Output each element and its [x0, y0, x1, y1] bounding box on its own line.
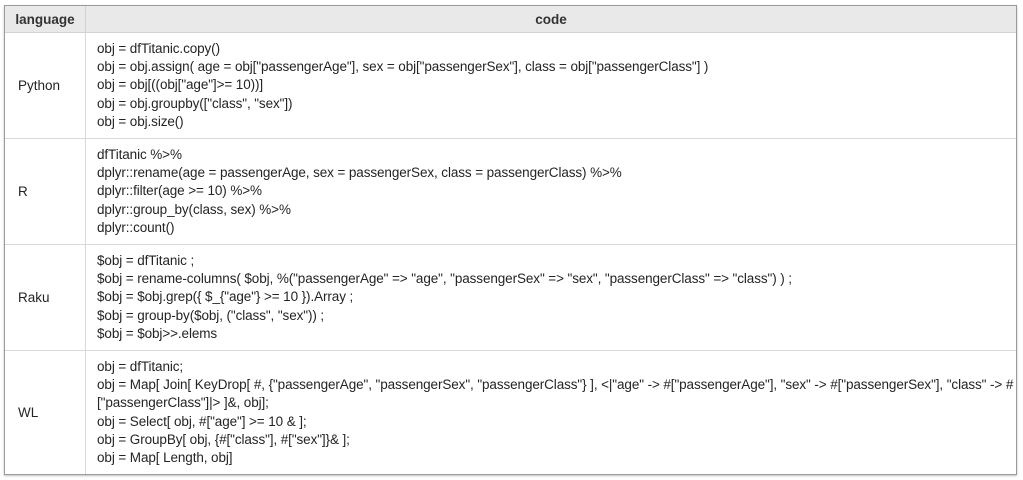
- language-cell: Python: [5, 33, 86, 140]
- code-line: dfTitanic %>%: [97, 147, 182, 163]
- code-line: obj = Select[ obj, #["age"] >= 10 & ];: [97, 413, 307, 429]
- column-header-language: language: [5, 6, 86, 33]
- language-code-table: language code Python obj = dfTitanic.cop…: [5, 6, 1016, 475]
- table-row: WL obj = dfTitanic; obj = Map[ Join[ KeyD…: [5, 351, 1016, 475]
- code-cell: dfTitanic %>%dplyr::rename(age = passeng…: [86, 139, 1016, 246]
- code-line: dplyr::filter(age >= 10) %>%: [97, 183, 262, 199]
- language-cell: R: [5, 139, 86, 246]
- table-row: R dfTitanic %>%dplyr::rename(age = passe…: [5, 139, 1016, 246]
- code-line: $obj = $obj>>.elems: [97, 325, 218, 341]
- code-line: obj = obj.groupby(["class", "sex"]): [97, 95, 293, 111]
- code-cell: obj = dfTitanic.copy() obj = obj.assign( …: [86, 33, 1016, 140]
- code-line: obj = Map[ Length, obj]: [97, 450, 233, 466]
- code-line: obj = obj.assign( age = obj["passengerAg…: [97, 59, 709, 75]
- code-line: obj = Map[ Join[ KeyDrop[ #, {"passenger…: [97, 377, 1014, 393]
- header-row: language code: [5, 6, 1016, 33]
- code-line: dplyr::rename(age = passengerAge, sex = …: [97, 165, 622, 181]
- column-header-code: code: [86, 6, 1016, 33]
- code-line: obj = dfTitanic.copy(): [97, 41, 220, 56]
- code-line: $obj = rename-columns( $obj, %("passenge…: [97, 271, 792, 287]
- code-line: obj = obj.size(): [97, 113, 184, 129]
- table-row: Raku $obj = dfTitanic ; $obj = rename-col…: [5, 245, 1016, 352]
- table-body: Python obj = dfTitanic.copy() obj = obj.a…: [5, 33, 1016, 475]
- code-line: $obj = group-by($obj, ("class", "sex")) …: [97, 307, 325, 323]
- language-cell: WL: [5, 351, 86, 475]
- table-row: Python obj = dfTitanic.copy() obj = obj.a…: [5, 33, 1016, 140]
- code-line: $obj = dfTitanic ;: [97, 253, 195, 269]
- code-line: obj = dfTitanic;: [97, 359, 184, 375]
- code-line: $obj = $obj.grep({ $_{"age"} >= 10 }).Ar…: [97, 289, 354, 305]
- code-comparison-table: language code Python obj = dfTitanic.cop…: [4, 5, 1017, 476]
- language-cell: Raku: [5, 245, 86, 352]
- code-line: obj = obj[((obj["age"]>= 10))]: [97, 77, 264, 93]
- code-cell: obj = dfTitanic; obj = Map[ Join[ KeyDrop…: [86, 351, 1016, 474]
- code-line: dplyr::group_by(class, sex) %>%: [97, 201, 291, 217]
- code-line: obj = GroupBy[ obj, {#["class"], #["sex"…: [97, 431, 350, 447]
- table-header: language code: [5, 6, 1016, 33]
- code-cell: $obj = dfTitanic ; $obj = rename-columns(…: [86, 245, 1016, 352]
- code-line: dplyr::count(): [97, 219, 175, 235]
- code-line: ["passengerClass"]|> ]&, obj];: [97, 395, 269, 411]
